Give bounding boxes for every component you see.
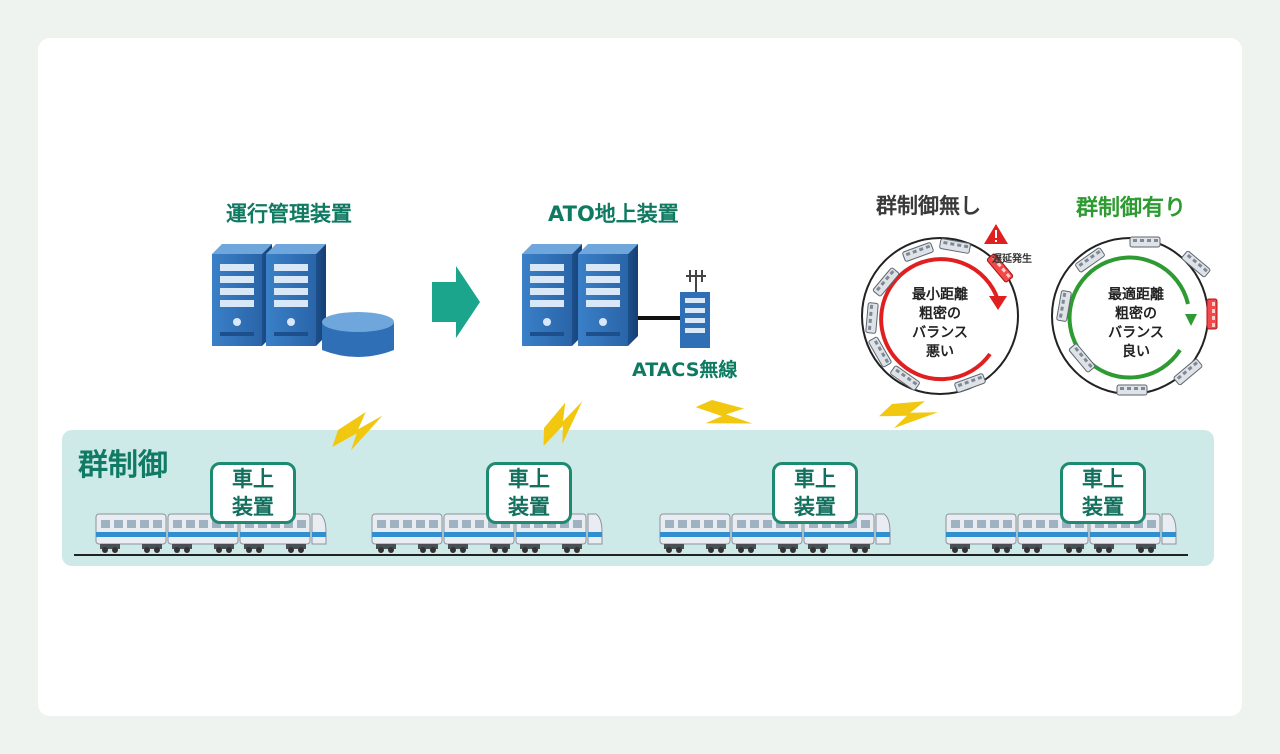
onboard-unit-box: 車上 装置 (210, 462, 296, 524)
ring-with-control-text: 最適距離 粗密の バランス 良い (1091, 286, 1181, 362)
delay-label: 遅延発生 (992, 254, 1032, 265)
ring-text-line: 良い (1122, 344, 1150, 360)
mini-train-icon (865, 302, 879, 334)
onboard-unit-box: 車上 装置 (1060, 462, 1146, 524)
with-group-control-title: 群制御有り (1076, 196, 1187, 221)
mini-train-icon (1116, 384, 1148, 396)
onboard-unit-line: 車上 (508, 467, 550, 491)
ring-without-control (861, 237, 1019, 395)
ring-without-control-text: 最小距離 粗密の バランス 悪い (895, 286, 985, 362)
group-control-label: 群制御 (78, 448, 168, 483)
ato-ground-equipment-label: ATO地上装置 (548, 202, 679, 226)
flow-arrow-icon (432, 266, 480, 338)
ring-text-line: 粗密の (1115, 306, 1157, 322)
onboard-unit-line: 装置 (1082, 495, 1124, 519)
mini-train-icon (1172, 358, 1204, 386)
onboard-unit-box: 車上 装置 (486, 462, 572, 524)
ring-text-line: バランス (912, 325, 968, 341)
database-icon (322, 312, 394, 357)
radio-signal-icon (876, 388, 941, 441)
atacs-radio-antenna-icon (680, 270, 710, 348)
mini-train-icon (1206, 298, 1218, 330)
radio-signal-icon (530, 395, 595, 452)
operation-management-server-icon (212, 244, 326, 346)
ring-text-line: 粗密の (919, 306, 961, 322)
warning-icon (984, 224, 1008, 244)
radio-signal-icon (328, 409, 387, 453)
mini-train-icon (1074, 246, 1106, 274)
ring-text-line: 悪い (926, 344, 954, 360)
without-group-control-title: 群制御無し (876, 194, 981, 218)
ato-ground-server-icon (522, 244, 638, 346)
ring-with-control (1051, 236, 1218, 396)
onboard-unit-line: 車上 (232, 467, 274, 491)
onboard-unit-line: 車上 (1082, 467, 1124, 491)
radio-signal-icon (691, 384, 757, 447)
onboard-unit-line: 車上 (794, 467, 836, 491)
ring-text-line: バランス (1108, 325, 1164, 341)
ring-text-line: 最小距離 (912, 287, 968, 303)
onboard-unit-line: 装置 (508, 495, 550, 519)
mini-train-icon (938, 237, 972, 255)
onboard-unit-box: 車上 装置 (772, 462, 858, 524)
mini-train-icon (1129, 236, 1161, 248)
atacs-radio-label: ATACS無線 (632, 359, 738, 381)
onboard-unit-line: 装置 (794, 495, 836, 519)
operation-management-label: 運行管理装置 (226, 202, 352, 226)
onboard-unit-line: 装置 (232, 495, 274, 519)
diagram-card (38, 38, 1242, 716)
ring-text-line: 最適距離 (1108, 287, 1164, 303)
